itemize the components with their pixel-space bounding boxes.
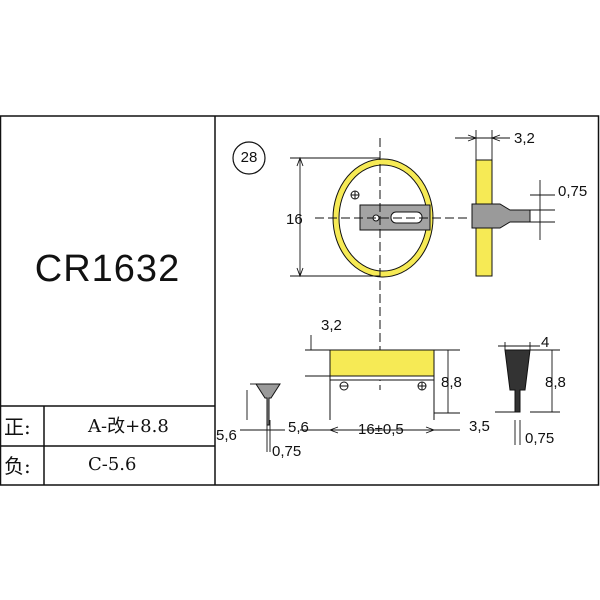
negative-lead-detail xyxy=(240,383,285,452)
dim-right-width: 4 xyxy=(541,334,550,351)
right-lead-detail xyxy=(495,342,560,445)
frame xyxy=(0,115,600,486)
dim-right-height: 8,8 xyxy=(545,374,566,391)
drawing-number-circle xyxy=(232,141,266,175)
plus-mark-icon xyxy=(417,381,427,391)
dim-right-lead: 0,75 xyxy=(525,430,555,447)
dim-neg-lead: 0,75 xyxy=(272,443,302,460)
side-view xyxy=(455,130,555,277)
row-negative-value: C-5.6 xyxy=(88,454,137,475)
row-positive-value: A-改+8.8 xyxy=(88,416,169,437)
row-negative-key: 负: xyxy=(4,454,31,478)
bottom-view xyxy=(300,335,460,434)
drawing-number: 28 xyxy=(240,149,258,166)
dim-right-tab: 3,5 xyxy=(469,418,490,435)
dim-side-tab-thickness: 0,75 xyxy=(558,183,588,200)
dim-side-tab-lead: 3,2 xyxy=(321,317,342,334)
plus-mark-icon xyxy=(350,190,360,200)
centerlines xyxy=(315,138,470,390)
bottom-battery xyxy=(329,349,435,377)
dim-neg-height: 5,6 xyxy=(288,419,309,436)
dim-width-tol: 16±0,5 xyxy=(358,421,404,438)
dim-neg-tab: 5,6 xyxy=(216,427,237,444)
dim-top-tab-thickness: 3,2 xyxy=(514,130,535,147)
minus-mark-icon xyxy=(339,381,349,391)
front-view xyxy=(290,138,470,390)
bottom-case xyxy=(329,375,435,381)
side-tab xyxy=(471,203,531,229)
diameter-dimension xyxy=(290,156,380,278)
model-title: CR1632 xyxy=(34,248,181,290)
row-positive-key: 正: xyxy=(4,415,31,439)
dim-diameter: 16 xyxy=(286,211,303,228)
dim-side-height: 8,8 xyxy=(441,374,462,391)
